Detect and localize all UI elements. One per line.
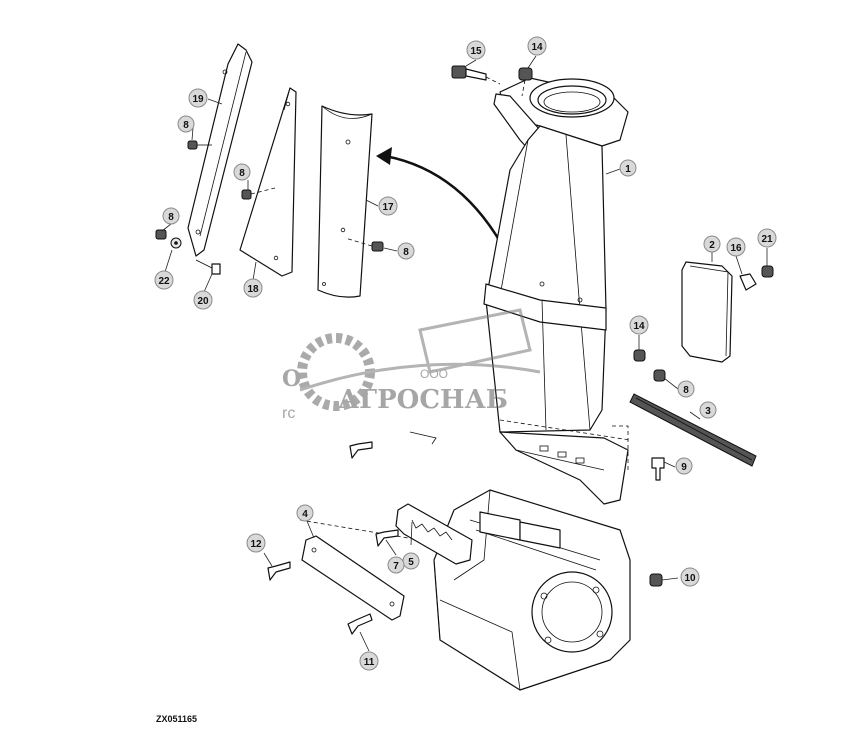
- seal-strip-3: [629, 393, 757, 467]
- callout-10: 10: [680, 567, 700, 587]
- svg-text:16: 16: [730, 243, 742, 254]
- svg-text:8: 8: [239, 168, 245, 179]
- svg-text:8: 8: [683, 385, 689, 396]
- svg-text:4: 4: [302, 509, 308, 520]
- leader-lines: [161, 55, 768, 652]
- chute-liner-17: [317, 105, 373, 298]
- bolts-lower: [267, 419, 631, 635]
- callout-8-c: 8: [162, 207, 180, 225]
- svg-text:9: 9: [681, 462, 687, 473]
- callout-17: 17: [378, 196, 398, 216]
- callout-19: 19: [188, 88, 208, 108]
- callout-8-e: 8: [677, 380, 695, 398]
- hardware-right: [633, 349, 666, 587]
- svg-text:1: 1: [625, 164, 631, 175]
- watermark-prefix: ООО: [420, 367, 448, 381]
- svg-text:8: 8: [403, 247, 409, 258]
- watermark-partial-1: О: [282, 366, 301, 392]
- watermark-partial-2: rc: [282, 405, 295, 422]
- callout-18: 18: [243, 278, 263, 298]
- svg-text:20: 20: [197, 296, 209, 307]
- svg-text:5: 5: [408, 557, 414, 568]
- callout-16: 16: [726, 237, 746, 257]
- svg-text:12: 12: [250, 539, 262, 550]
- svg-text:22: 22: [158, 276, 170, 287]
- callout-11: 11: [359, 651, 379, 671]
- callout-5: 5: [402, 552, 420, 570]
- figure-code: ZX051165: [156, 714, 197, 724]
- watermark-company-name: АГРОСНАБ: [338, 385, 508, 415]
- svg-text:15: 15: [470, 46, 482, 57]
- svg-text:18: 18: [247, 284, 259, 295]
- svg-text:19: 19: [192, 94, 204, 105]
- svg-text:14: 14: [531, 42, 543, 53]
- callout-2: 2: [703, 235, 721, 253]
- callout-21: 21: [757, 228, 777, 248]
- callout-15: 15: [466, 40, 486, 60]
- callout-22: 22: [154, 270, 174, 290]
- callout-4: 4: [296, 504, 314, 522]
- svg-text:8: 8: [183, 120, 189, 131]
- deflector-panel-18: [239, 87, 297, 277]
- hardware-left-cluster: [155, 140, 384, 275]
- svg-text:10: 10: [684, 573, 696, 584]
- agrosnab-watermark: ООО АГРОСНАБ О rc: [282, 308, 541, 422]
- callout-14-b: 14: [629, 315, 649, 335]
- svg-text:8: 8: [168, 212, 174, 223]
- svg-text:2: 2: [709, 240, 715, 251]
- svg-text:7: 7: [393, 561, 399, 572]
- svg-text:17: 17: [382, 202, 394, 213]
- svg-text:14: 14: [633, 321, 645, 332]
- hardware-top: [451, 65, 533, 97]
- callout-12: 12: [246, 533, 266, 553]
- callout-14-a: 14: [527, 36, 547, 56]
- main-chute-housing-1: [483, 77, 629, 505]
- callout-8-d: 8: [397, 242, 415, 260]
- svg-text:21: 21: [761, 234, 773, 245]
- shim-plate-5: [395, 503, 473, 565]
- callout-3: 3: [699, 401, 717, 419]
- chute-panel-19: [187, 43, 253, 257]
- svg-text:3: 3: [705, 406, 711, 417]
- callout-8-a: 8: [177, 115, 195, 133]
- callout-1: 1: [619, 159, 637, 177]
- callout-7: 7: [387, 556, 405, 574]
- callout-8-b: 8: [233, 163, 251, 181]
- auger-gearbox-base: [299, 489, 631, 691]
- callout-20: 20: [193, 290, 213, 310]
- callout-9: 9: [675, 457, 693, 475]
- wear-plate-4: [301, 535, 405, 621]
- cover-panel-2: [681, 261, 774, 363]
- svg-text:11: 11: [364, 657, 375, 668]
